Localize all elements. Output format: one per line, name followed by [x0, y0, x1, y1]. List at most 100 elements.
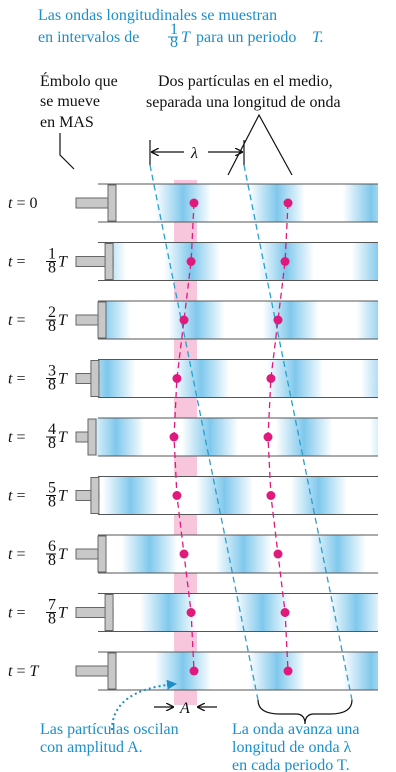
- piston-head: [97, 535, 107, 573]
- tube-medium: [106, 301, 378, 339]
- time-frac-den: 8: [48, 552, 56, 569]
- time-frac-num: 4: [48, 421, 56, 438]
- time-T: T: [58, 312, 68, 329]
- particle-dot: [179, 315, 189, 325]
- time-T: T: [58, 371, 68, 388]
- time-frac-den: 8: [48, 318, 56, 335]
- time-label: t =: [8, 254, 25, 271]
- time-frac-den: 8: [48, 435, 56, 452]
- particle-dot: [186, 257, 196, 266]
- tube-row: t = 0: [8, 183, 378, 223]
- particles-pointer-lines: [227, 113, 293, 176]
- tube-medium: [113, 593, 378, 632]
- time-label: t =: [8, 312, 25, 329]
- piston-label-line2: se mueve: [40, 93, 100, 110]
- particle-dot: [189, 666, 199, 676]
- time-frac-num: 1: [48, 246, 56, 263]
- time-label: t =: [8, 371, 25, 388]
- amplitude-symbol: A: [179, 700, 190, 717]
- piston-head: [87, 418, 97, 456]
- caption-bottom-right-line1: La onda avanza una: [232, 721, 359, 738]
- particle-dot: [172, 491, 182, 500]
- time-T: T: [58, 605, 68, 622]
- amplitude-pointer-arrow: [111, 679, 177, 731]
- time-frac-num: 2: [48, 304, 56, 321]
- top-caption-frac-den: 8: [170, 34, 178, 51]
- piston-label-line1: Émbolo que: [40, 71, 118, 90]
- piston-head: [104, 243, 114, 280]
- piston-head: [90, 360, 100, 397]
- caption-bottom-right-line3: en cada periodo T.: [232, 757, 350, 772]
- time-frac-num: 3: [48, 363, 56, 380]
- particle-dot: [179, 549, 189, 559]
- tube-medium: [98, 359, 379, 398]
- top-caption: Las ondas longitudinales se muestran en …: [38, 7, 324, 51]
- time-frac-den: 8: [48, 494, 56, 511]
- wave-front-line-2: [243, 164, 353, 701]
- time-T: T: [58, 254, 68, 271]
- particle-dot: [280, 257, 290, 266]
- top-caption-frac-num: 1: [170, 21, 178, 38]
- caption-bottom-left-line1: Las partículas oscilan: [40, 721, 179, 738]
- piston-pointer-line: [59, 133, 75, 170]
- piston-head: [104, 594, 114, 631]
- time-label: t =: [8, 488, 25, 505]
- time-label: t =: [8, 546, 25, 563]
- time-label: t = 0: [8, 195, 37, 212]
- time-T: T: [58, 429, 68, 446]
- particle-dot: [172, 374, 182, 383]
- top-caption-T2: T.: [312, 29, 324, 46]
- time-frac-den: 8: [48, 260, 56, 277]
- caption-bottom-left-line2: con amplitud A.: [40, 739, 143, 756]
- caption-bottom-left: Las partículas oscilan con amplitud A.: [40, 721, 179, 756]
- particle-dot: [280, 608, 290, 617]
- particles-label: Dos partículas en el medio, separada una…: [146, 73, 341, 176]
- time-T: T: [58, 546, 68, 563]
- lambda-symbol: λ: [190, 145, 198, 162]
- particle-dot: [186, 608, 196, 617]
- time-label: t =: [8, 605, 25, 622]
- time-frac-den: 8: [48, 611, 56, 628]
- particle-dot: [263, 432, 273, 442]
- top-caption-line2-post: para un periodo: [196, 29, 296, 46]
- particle-group: [169, 198, 293, 676]
- top-caption-line2: en intervalos de: [38, 29, 139, 46]
- tube-row: t = T: [8, 651, 378, 691]
- tube-medium: [96, 418, 378, 456]
- piston-head: [97, 301, 107, 339]
- tube-medium: [116, 652, 378, 690]
- time-label: t =: [8, 429, 25, 446]
- top-caption-T: T: [181, 29, 191, 46]
- wavelength-brace: [257, 699, 353, 725]
- caption-bottom-right-line2: longitud de onda λ: [232, 739, 352, 756]
- time-T: T: [58, 488, 68, 505]
- particle-dot: [266, 374, 276, 383]
- particles-label-line2: separada una longitud de onda: [146, 94, 341, 111]
- piston-label-line3: en MAS: [40, 114, 94, 131]
- tube-medium: [98, 476, 379, 515]
- particle-dot: [266, 491, 276, 500]
- particle-dot: [273, 315, 283, 325]
- tube-medium: [113, 242, 378, 281]
- particles-label-line1: Dos partículas en el medio,: [158, 73, 333, 90]
- time-frac-num: 7: [48, 597, 56, 614]
- amplitude-indicator: A: [154, 700, 217, 717]
- piston-head: [107, 652, 117, 690]
- particle-dot: [273, 549, 283, 559]
- top-caption-line1: Las ondas longitudinales se muestran: [38, 7, 277, 24]
- particle-dot: [283, 198, 293, 208]
- piston-head: [107, 184, 117, 222]
- time-frac-den: 8: [48, 377, 56, 394]
- piston-label: Émbolo que se mueve en MAS: [40, 71, 118, 170]
- piston-head: [90, 477, 100, 514]
- particle-dot: [169, 432, 179, 442]
